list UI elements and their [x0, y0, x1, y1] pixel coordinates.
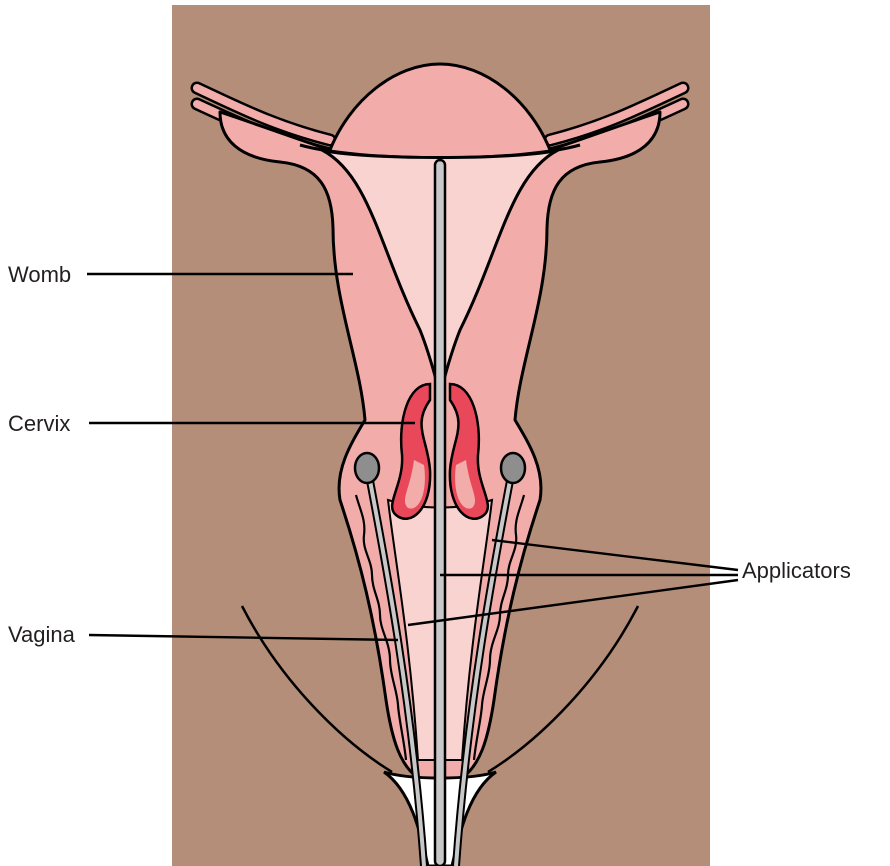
- applicator-right-tip: [501, 453, 525, 483]
- label-vagina: Vagina: [8, 622, 76, 647]
- label-womb: Womb: [8, 262, 71, 287]
- label-applicators: Applicators: [742, 558, 851, 583]
- applicator-central: [435, 160, 445, 866]
- label-cervix: Cervix: [8, 411, 70, 436]
- applicator-left-tip: [355, 453, 379, 483]
